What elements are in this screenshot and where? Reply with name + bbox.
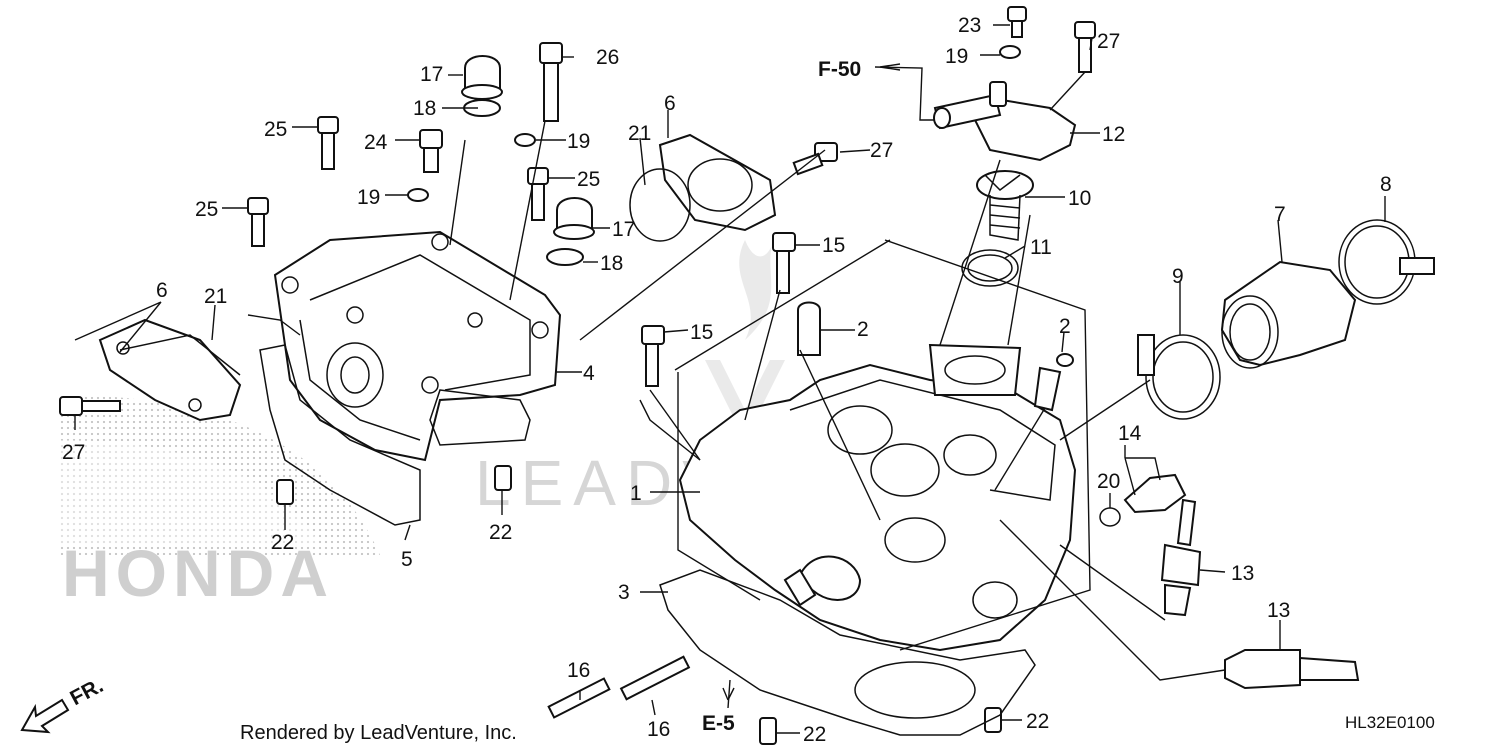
cylinder-head — [678, 343, 1077, 652]
spark-plug-13a — [1160, 498, 1202, 617]
front-direction-arrow-icon — [20, 698, 70, 734]
honda-wing-logo — [60, 395, 380, 555]
callout-25b: 25 — [577, 168, 600, 191]
cap-nut-17b — [553, 197, 595, 240]
dowel-pin-22c — [759, 717, 777, 745]
callout-13b: 13 — [1267, 599, 1290, 622]
clamp-8 — [1338, 219, 1435, 305]
callout-10: 10 — [1068, 187, 1091, 210]
diagram-code: HL32E0100 — [1345, 713, 1435, 732]
callout-7: 7 — [1274, 203, 1286, 226]
head-bolt-15a — [772, 232, 796, 294]
callout-3: 3 — [618, 581, 630, 604]
long-bolt-26 — [539, 42, 563, 122]
stud-16b — [619, 655, 691, 701]
callout-4: 4 — [583, 362, 595, 385]
callout-18a: 18 — [413, 97, 436, 120]
callout-25a: 25 — [264, 118, 287, 141]
callout-22c: 22 — [803, 723, 826, 746]
bolt-27b — [1074, 21, 1096, 73]
callout-19c: 19 — [945, 45, 968, 68]
callout-16b: 16 — [647, 718, 670, 741]
temperature-sensor — [1123, 473, 1187, 514]
callout-27b: 27 — [870, 139, 893, 162]
callout-21a: 21 — [204, 285, 227, 308]
thermostat-cover — [933, 81, 1077, 162]
ref-e5: E-5 — [702, 712, 735, 735]
callout-19b: 19 — [357, 186, 380, 209]
callout-19a: 19 — [567, 130, 590, 153]
washer-19c — [999, 45, 1021, 59]
callout-16a: 16 — [567, 659, 590, 682]
callout-22a: 22 — [271, 531, 294, 554]
head-cover-gasket — [259, 344, 531, 526]
callout-17a: 17 — [420, 63, 443, 86]
leader-lines — [74, 24, 1386, 734]
f50-arrow — [879, 63, 901, 71]
callout-23: 23 — [958, 14, 981, 37]
callout-14: 14 — [1118, 422, 1142, 445]
intake-insulator — [1220, 260, 1357, 369]
callout-17b: 17 — [612, 218, 635, 241]
cylinder-head-cover — [273, 230, 562, 462]
head-gasket — [659, 569, 1036, 736]
honda-brand-watermark: HONDA — [62, 536, 334, 610]
dowel-pin-22b — [494, 465, 512, 491]
cover-bolt-25b — [247, 197, 269, 247]
callout-5: 5 — [401, 548, 413, 571]
callout-2a: 2 — [857, 318, 869, 341]
callout-15b: 15 — [690, 321, 713, 344]
callout-1: 1 — [630, 482, 642, 505]
callout-13a: 13 — [1231, 562, 1254, 585]
credit-text: Rendered by LeadVenture, Inc. — [240, 722, 517, 744]
callout-20: 20 — [1097, 470, 1120, 493]
washer-19a — [407, 188, 429, 202]
callout-6a: 6 — [156, 279, 168, 302]
callout-6b: 6 — [664, 92, 676, 115]
dowel-pin-22a — [276, 479, 294, 505]
o-ring-20 — [1099, 507, 1121, 527]
side-cover-cap — [98, 318, 242, 422]
ref-f50: F-50 — [818, 58, 861, 81]
cap-nut-17a — [461, 55, 503, 100]
callout-24: 24 — [364, 131, 388, 154]
callout-12: 12 — [1102, 123, 1125, 146]
callout-15a: 15 — [822, 234, 845, 257]
o-ring-11 — [961, 249, 1019, 287]
cover-bolt-24 — [419, 129, 443, 173]
intake-flange — [629, 133, 777, 242]
clamp-9 — [1137, 334, 1221, 420]
callout-25c: 25 — [195, 198, 218, 221]
side-bolt — [59, 396, 121, 416]
leadventure-flame-icon — [705, 235, 785, 440]
callout-26: 26 — [596, 46, 619, 69]
callout-18b: 18 — [600, 252, 623, 275]
head-bolt-15b — [641, 325, 665, 387]
washer-19b — [514, 133, 536, 147]
stud-16a — [547, 677, 611, 719]
callout-2b: 2 — [1059, 315, 1071, 338]
callout-11: 11 — [1030, 236, 1052, 259]
cover-bolt-25a — [317, 116, 339, 170]
callout-21b: 21 — [628, 122, 651, 145]
spark-plug-13b — [1224, 649, 1360, 690]
bolt-23 — [1007, 6, 1027, 38]
dowel-pin-22d — [984, 707, 1002, 733]
cover-bolt-25c — [527, 167, 549, 221]
callout-27c: 27 — [1097, 30, 1120, 53]
valve-guide-2b — [1033, 353, 1074, 412]
thermostat — [976, 170, 1034, 241]
callout-22b: 22 — [489, 521, 512, 544]
callout-27a: 27 — [62, 441, 85, 464]
front-direction-label: FR. — [66, 674, 107, 710]
e5-arrow — [722, 687, 735, 701]
valve-guide-2a — [797, 301, 821, 356]
callout-22d: 22 — [1026, 710, 1049, 733]
seal-washer-18b — [546, 248, 584, 266]
callout-9: 9 — [1172, 265, 1184, 288]
callout-8: 8 — [1380, 173, 1392, 196]
